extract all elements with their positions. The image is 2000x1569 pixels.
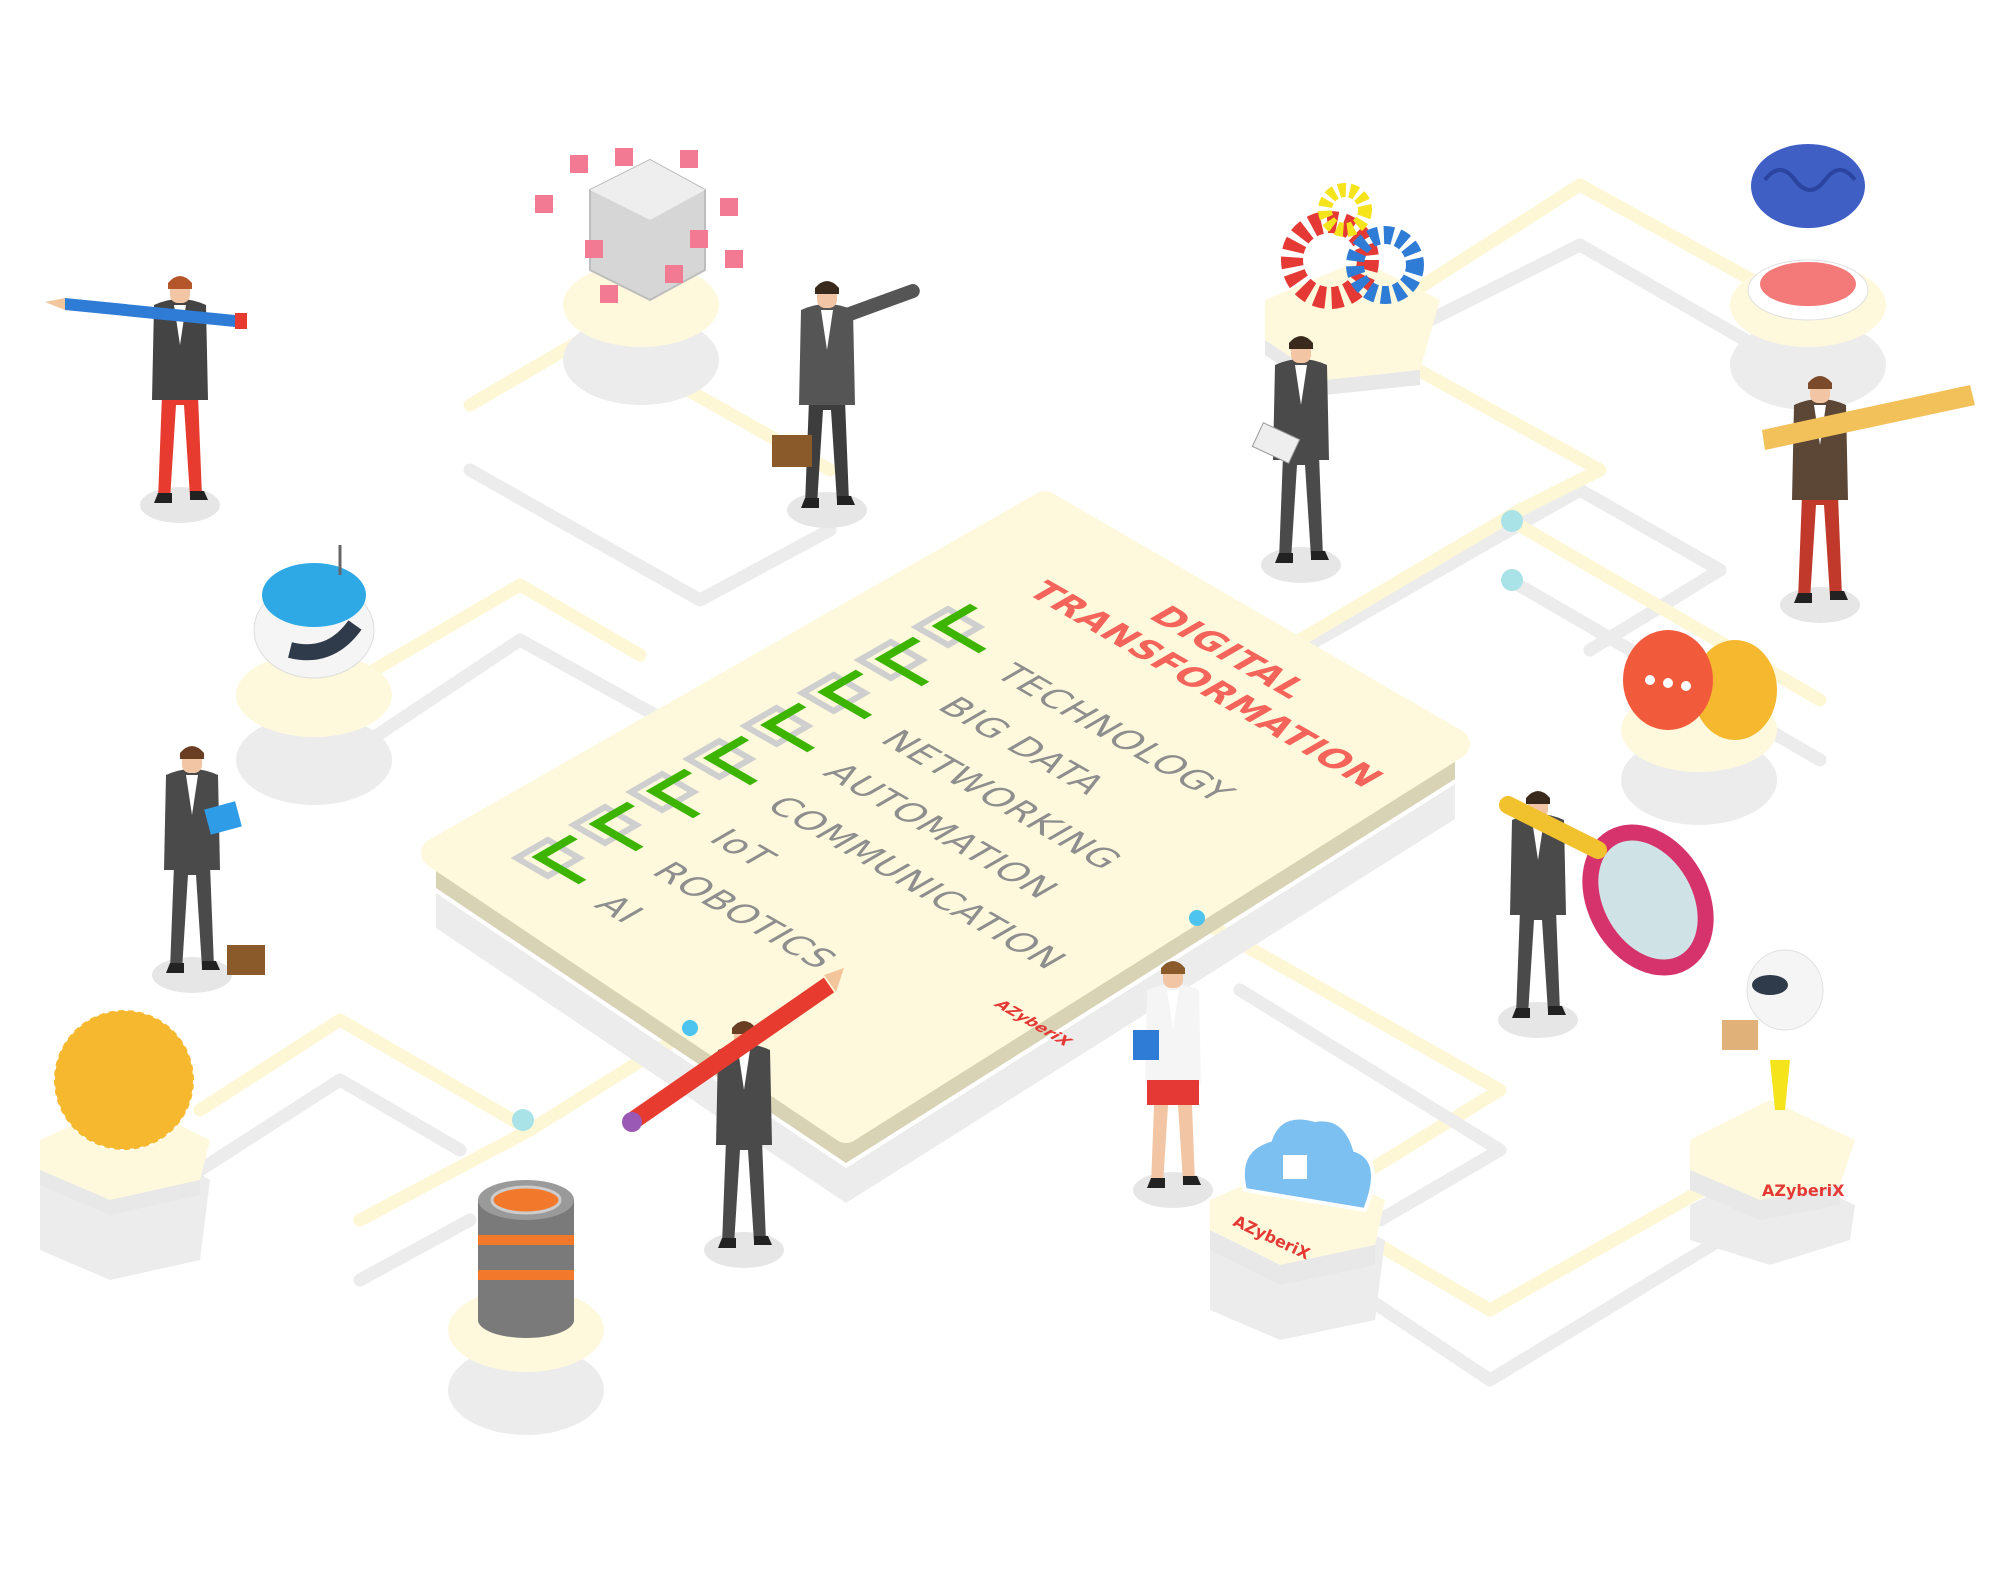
red-button-icon xyxy=(1730,259,1886,410)
robot-platform-logo: AZyberiX xyxy=(1762,1181,1845,1200)
man-with-ruler xyxy=(1762,376,1975,623)
cube-grid-icon xyxy=(535,148,743,405)
wire-node xyxy=(1501,510,1523,532)
man-with-magnifier xyxy=(1498,791,1714,1038)
woman-with-book xyxy=(1133,961,1213,1208)
wire-node xyxy=(512,1109,534,1131)
brain-icon xyxy=(1751,144,1865,228)
connector-dot xyxy=(1189,910,1205,926)
man-with-tablet xyxy=(1251,336,1341,583)
check-icon xyxy=(760,702,816,753)
book-icon xyxy=(1133,1030,1159,1060)
delivery-robot-icon: AZyberiX xyxy=(1690,949,1855,1265)
check-icon xyxy=(874,636,930,687)
ruler-icon xyxy=(1762,385,1975,450)
wire-node xyxy=(1501,569,1523,591)
check-icon xyxy=(702,735,758,786)
check-icon xyxy=(931,603,987,654)
tablet-icon xyxy=(1251,422,1301,464)
database-icon xyxy=(448,1180,604,1435)
magnifier-icon xyxy=(1499,796,1714,976)
woman-with-pencil xyxy=(45,276,247,523)
man-with-laptop xyxy=(152,746,265,993)
circuit-wires xyxy=(193,178,1827,1387)
briefcase-icon xyxy=(772,435,812,467)
check-icon xyxy=(588,801,644,852)
pencil-icon xyxy=(622,968,844,1132)
man-with-big-pencil xyxy=(622,968,844,1268)
check-icon xyxy=(645,768,701,819)
businessman-pointing xyxy=(772,281,920,528)
cloud-chip-icon: AZyberiX xyxy=(1210,1115,1385,1340)
laptop-icon xyxy=(204,801,242,835)
globe-icon xyxy=(40,1009,210,1280)
check-icon xyxy=(817,669,873,720)
robot-brain-icon xyxy=(236,545,392,805)
speech-bubbles-icon xyxy=(1621,630,1777,825)
check-icon xyxy=(531,834,587,885)
briefcase-icon xyxy=(227,945,265,975)
connector-dot xyxy=(682,1020,698,1036)
pencil-icon xyxy=(45,298,247,329)
